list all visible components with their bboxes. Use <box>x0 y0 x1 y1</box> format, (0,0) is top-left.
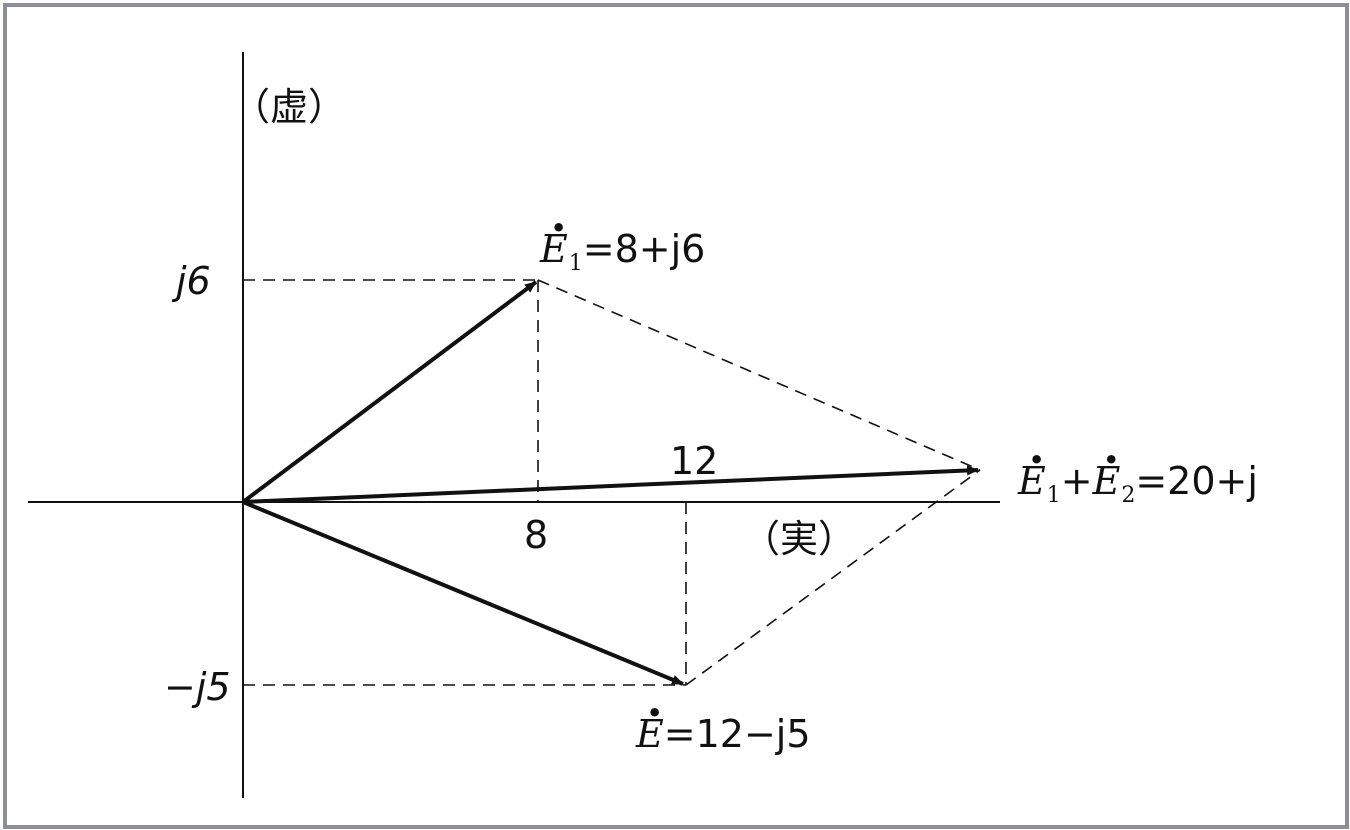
tick-j6: j6 <box>176 259 211 303</box>
sum-plus: + <box>1060 459 1093 503</box>
phasor-e1 <box>241 280 538 504</box>
tick-neg-j5: −j5 <box>164 665 231 709</box>
sum-subscript-2: 2 <box>1121 483 1136 508</box>
sum-symbol-2: E <box>1093 462 1121 500</box>
e1-equation: =8+j6 <box>582 227 706 271</box>
label-e2: E=12−j5 <box>636 715 811 753</box>
label-e1: E1=8+j6 <box>540 227 706 275</box>
sum-subscript-1: 1 <box>1046 483 1061 508</box>
phasor-e2 <box>242 500 684 686</box>
parallelogram-edge-lower <box>685 469 981 686</box>
e2-equation: =12−j5 <box>663 712 811 756</box>
phasor-sum <box>242 465 979 504</box>
e1-symbol: E <box>540 230 568 268</box>
e1-subscript: 1 <box>568 251 583 276</box>
sum-equation: =20+j <box>1135 459 1258 503</box>
label-sum: E1+E2=20+j <box>1018 459 1258 507</box>
tick-12: 12 <box>670 439 719 483</box>
imag-axis-label: （虚） <box>232 85 347 129</box>
parallelogram-edge-upper <box>537 279 981 471</box>
sum-symbol-1: E <box>1018 462 1046 500</box>
figure-frame <box>3 3 1349 829</box>
tick-8: 8 <box>524 513 549 557</box>
e2-symbol: E <box>636 715 664 753</box>
real-axis-label: （実） <box>742 517 857 561</box>
